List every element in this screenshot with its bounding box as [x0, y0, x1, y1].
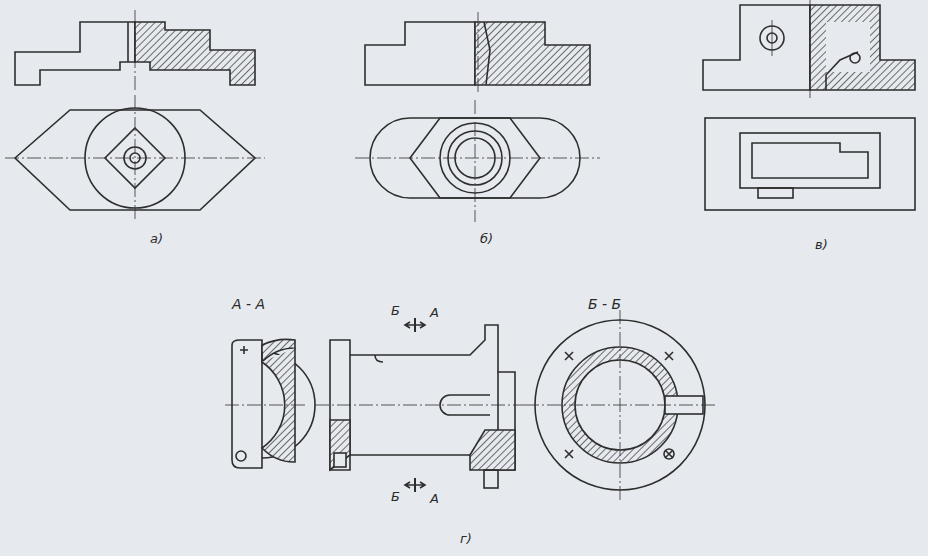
figure-label: в): [815, 238, 828, 251]
figure-label: а): [150, 232, 163, 245]
section-title: Б - Б: [588, 297, 621, 311]
figure-label: г): [460, 532, 472, 545]
section-title: А - А: [232, 297, 265, 311]
figure-label: б): [480, 232, 493, 245]
section-letter: А: [430, 492, 439, 505]
section-letter: Б: [391, 304, 400, 317]
section-letter: А: [430, 306, 439, 319]
section-letter: Б: [391, 490, 400, 503]
